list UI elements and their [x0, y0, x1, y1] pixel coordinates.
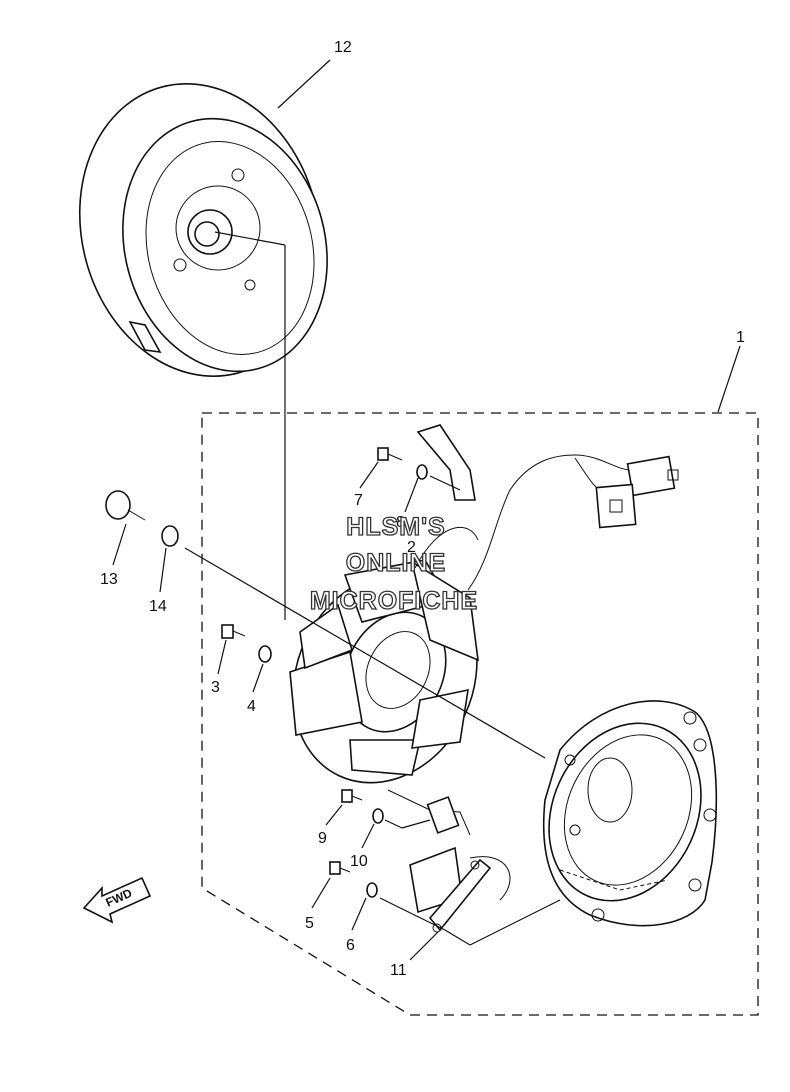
callout-5: 5 [305, 915, 314, 932]
flywheel-rotor [78, 83, 328, 377]
assembly-boundary [201, 412, 759, 1016]
callout-11: 11 [390, 962, 407, 979]
callout-2: 2 [407, 539, 416, 556]
pickup-coil [387, 789, 511, 933]
callout-12: 12 [334, 39, 352, 56]
callout-1: 1 [736, 329, 745, 346]
callout-8: 8 [396, 514, 405, 531]
callout-13: 13 [100, 571, 118, 588]
forward-direction-arrow: FWD [82, 876, 152, 924]
watermark-line-2: ONLINE [346, 549, 446, 577]
washer-10 [372, 808, 384, 824]
callout-10: 10 [350, 853, 368, 870]
callout-14: 14 [149, 598, 167, 615]
wire-harness [467, 454, 679, 591]
washer-8 [416, 464, 428, 480]
alignment-lines [184, 231, 561, 946]
callout-6: 6 [346, 937, 355, 954]
bolt-7 [377, 447, 403, 461]
lead-clamp [416, 424, 476, 501]
callout-9: 9 [318, 830, 327, 847]
callout-7: 7 [354, 492, 363, 509]
callout-3: 3 [211, 679, 220, 696]
bolt-5 [329, 861, 351, 875]
leader-lines [112, 59, 741, 961]
bolt-13 [105, 490, 146, 521]
stator-coil [289, 526, 479, 784]
washer-6 [366, 882, 378, 898]
washer-14 [161, 525, 179, 547]
callout-numbers: 12 1 7 8 2 13 14 3 4 9 10 5 6 11 [100, 39, 745, 979]
crankcase-cover [542, 700, 718, 927]
watermark: HLSM'S ONLINE MICROFICHE [309, 512, 478, 615]
bolt-3 [221, 624, 246, 639]
watermark-line-3: MICROFICHE [310, 587, 478, 615]
bolt-9 [341, 789, 363, 803]
callout-4: 4 [247, 698, 256, 715]
watermark-line-1: HLSM'S [346, 513, 445, 541]
washer-4 [258, 645, 272, 663]
